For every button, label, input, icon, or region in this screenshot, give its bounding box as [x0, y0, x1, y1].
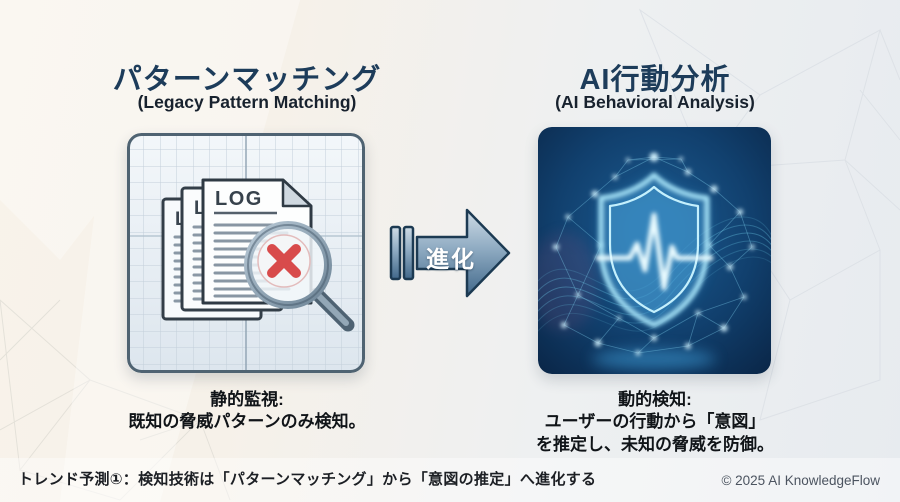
footer-band	[0, 458, 900, 502]
copyright: © 2025 AI KnowledgeFlow	[721, 473, 880, 488]
left-caption: 静的監視: 既知の脅威パターンのみ検知。	[67, 389, 427, 434]
left-title: パターンマッチング	[112, 64, 382, 96]
right-subtitle: (AI Behavioral Analysis)	[555, 92, 755, 112]
right-caption-line2: ユーザーの行動から「意図」	[544, 412, 766, 432]
floor-glow	[592, 349, 716, 369]
ai-shield-illustration	[538, 127, 771, 374]
log-label: LOG	[215, 188, 263, 210]
legacy-log-illustration: L L	[127, 133, 365, 373]
arrow-bar-1	[389, 225, 402, 281]
pulse-line-icon	[595, 212, 714, 291]
trend-note: トレンド予測①：検知技術は「パターンマッチング」から「意図の推定」へ進化する	[18, 471, 597, 488]
right-caption: 動的検知: ユーザーの行動から「意図」 を推定し、未知の脅威を防御。	[475, 389, 835, 456]
left-subtitle: (Legacy Pattern Matching)	[137, 92, 357, 112]
right-title: AI行動分析	[579, 64, 731, 96]
right-caption-line3: を推定し、未知の脅威を防御。	[536, 434, 774, 454]
shield-icon	[595, 172, 714, 328]
magnifier-icon	[244, 221, 355, 332]
network-mesh-lines	[555, 156, 753, 354]
arrow-bar-2	[402, 225, 415, 281]
arrow-body	[415, 208, 511, 298]
left-caption-line1: 静的監視:	[210, 390, 284, 409]
right-caption-line1: 動的検知:	[618, 390, 692, 409]
evolution-arrow-label: 進化	[426, 246, 476, 272]
left-caption-line2: 既知の脅威パターンのみ検知。	[128, 412, 366, 432]
error-x-icon	[257, 234, 311, 288]
evolution-arrow: 進化	[387, 204, 515, 301]
